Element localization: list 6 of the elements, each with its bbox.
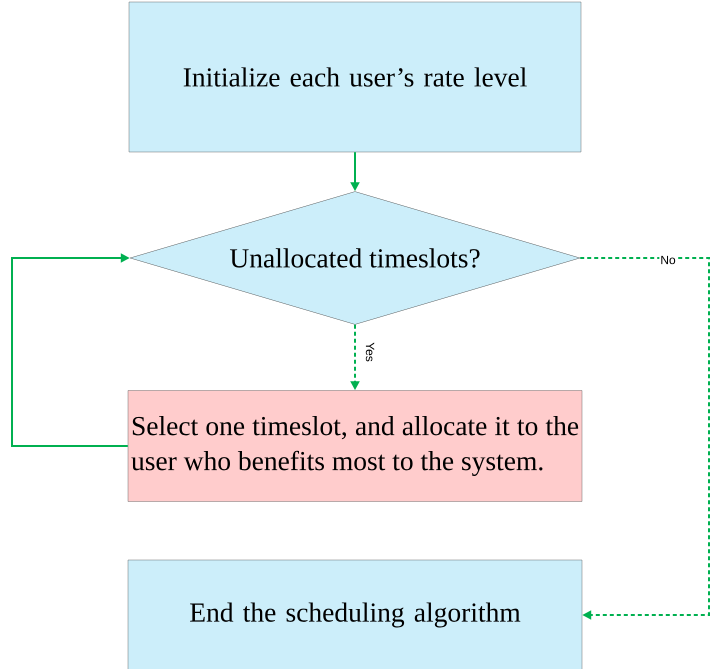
process-box: End the scheduling algorithm <box>128 560 582 669</box>
process-box: Initialize each user’s rate level <box>128 2 582 152</box>
edge-label: No <box>659 254 677 266</box>
process-box: Select one timeslot, and allocate it to the user who benefits most to the system. <box>128 390 582 502</box>
edge-label: Yes <box>364 341 376 363</box>
arrow <box>580 257 710 620</box>
